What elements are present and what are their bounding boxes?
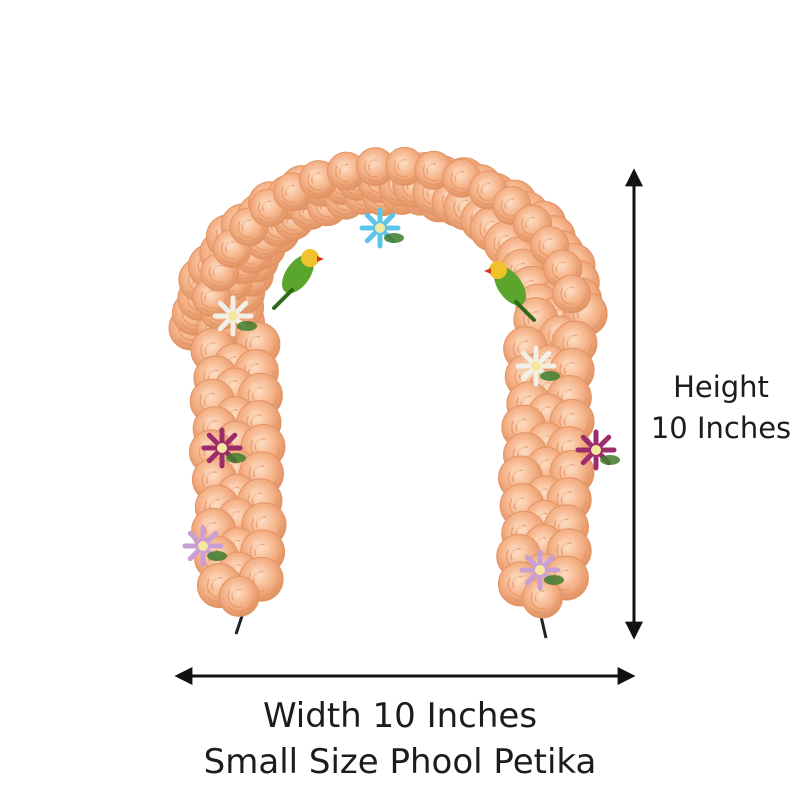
magenta-flower-icon bbox=[201, 427, 246, 469]
height-label-value: 10 Inches bbox=[650, 411, 792, 445]
lilac-flower-icon bbox=[182, 525, 227, 567]
foam-rose bbox=[521, 577, 563, 619]
foam-rose bbox=[552, 274, 592, 314]
foam-rose bbox=[355, 147, 395, 187]
magenta-flower-icon bbox=[575, 429, 620, 471]
flower-accents bbox=[182, 207, 620, 591]
lilac-flower-icon bbox=[519, 549, 564, 591]
rose-arch bbox=[168, 146, 608, 619]
parrot-icon bbox=[484, 261, 536, 322]
white-flower-icon bbox=[212, 295, 257, 337]
foam-rose bbox=[218, 575, 260, 617]
white-flower-icon bbox=[515, 345, 560, 387]
width-label: Width 10 Inches bbox=[262, 696, 538, 736]
blue-flower-icon bbox=[359, 207, 404, 249]
parrot-icon bbox=[272, 249, 324, 310]
height-label-title: Height bbox=[673, 370, 769, 404]
product-caption: Small Size Phool Petika bbox=[203, 742, 597, 782]
foam-rose bbox=[385, 146, 425, 186]
height-label: Height 10 Inches bbox=[646, 367, 796, 449]
